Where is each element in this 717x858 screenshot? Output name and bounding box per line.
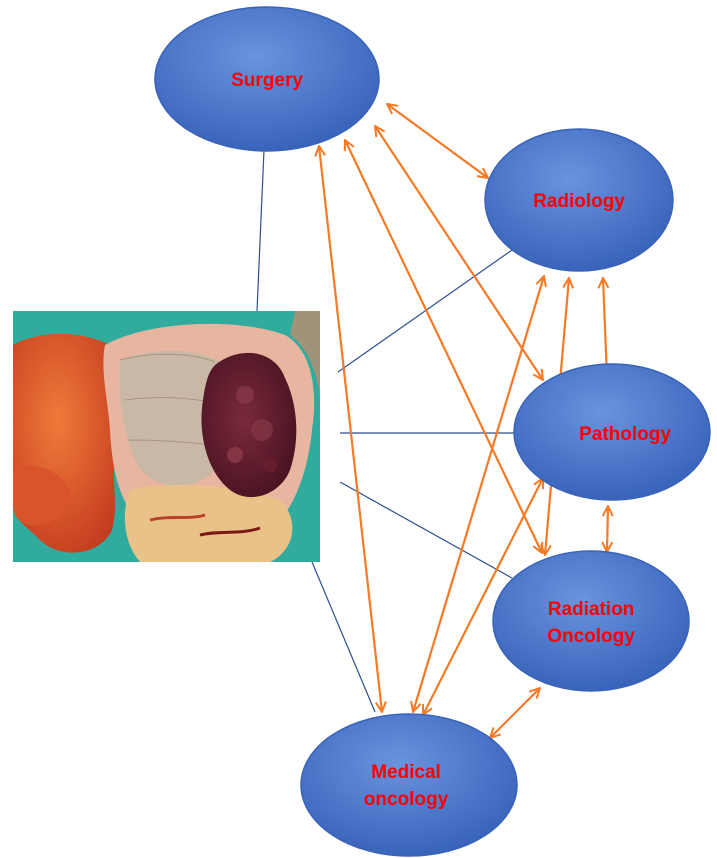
node-label-radiology: Radiology — [533, 191, 625, 212]
connector-medical-oncology — [312, 562, 375, 712]
tumor-specimen-photo — [13, 311, 320, 562]
node-label-pathology: Pathology — [579, 424, 671, 445]
node-label-radiation-oncology-line1: Radiation — [548, 599, 635, 620]
arrow-surgery-medical-oncology — [319, 146, 382, 712]
arrow-radiology-pathology — [603, 278, 607, 378]
node-label-radiation-oncology-line2: Oncology — [547, 626, 635, 647]
node-label-medical-oncology-line1: Medical — [371, 762, 441, 783]
node-label-medical-oncology-line2: oncology — [364, 789, 449, 810]
node-pathology: Pathology — [514, 364, 710, 500]
connector-radiology — [338, 250, 512, 372]
node-radiology: Radiology — [485, 129, 673, 271]
arrow-radiation-oncology-medical-oncology — [490, 688, 540, 738]
node-radiation-oncology: Radiation Oncology — [493, 551, 689, 691]
node-medical-oncology: Medical oncology — [301, 714, 517, 856]
node-label-surgery: Surgery — [231, 70, 303, 91]
arrow-pathology-radiation-oncology — [607, 506, 608, 552]
node-surgery: Surgery — [155, 7, 379, 151]
connector-surgery — [257, 150, 264, 311]
